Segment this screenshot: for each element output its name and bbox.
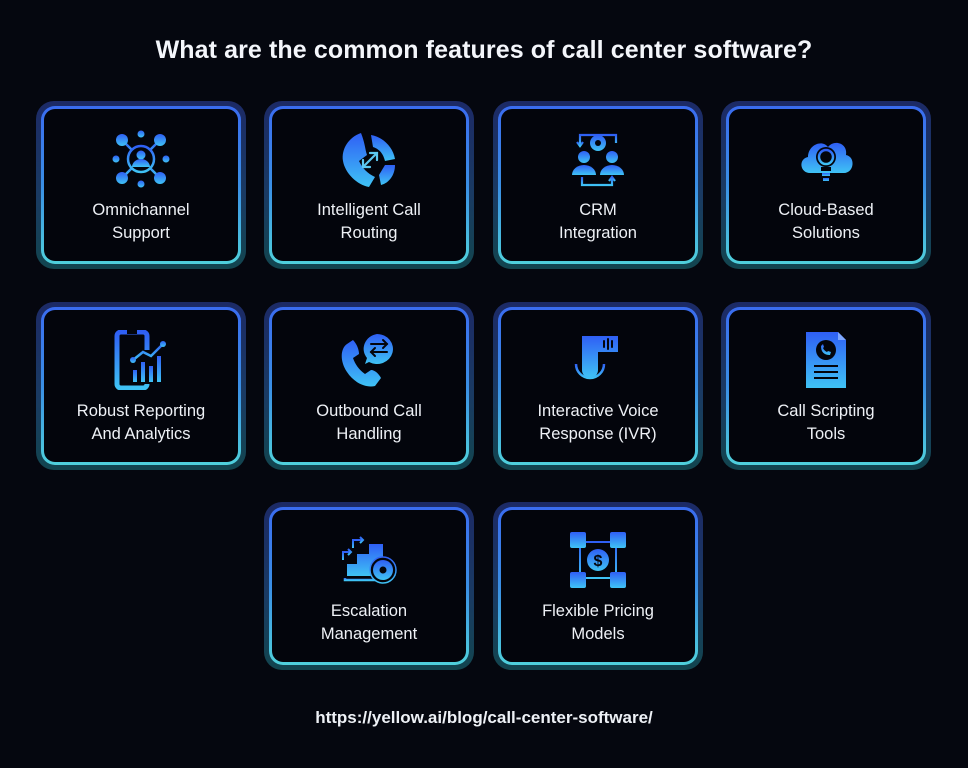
feature-card-flexible-pricing-models: $ Flexible Pricing Models xyxy=(493,502,703,670)
phone-chat-transfer-icon xyxy=(341,334,393,387)
feature-label: CRM Integration xyxy=(559,201,637,242)
source-url: https://yellow.ai/blog/call-center-softw… xyxy=(315,708,653,727)
svg-text:$: $ xyxy=(594,553,603,570)
crm-users-gear-icon xyxy=(572,133,624,187)
feature-card-intelligent-call-routing: Intelligent Call Routing xyxy=(264,101,474,269)
mobile-analytics-icon xyxy=(114,330,166,390)
feature-label: Interactive Voice Response (IVR) xyxy=(537,402,659,443)
feature-label: Flexible Pricing Models xyxy=(542,602,654,643)
microphone-voice-icon xyxy=(574,336,618,388)
feature-card-cloud-based-solutions: Cloud-Based Solutions xyxy=(721,101,931,269)
feature-card-interactive-voice-response: Interactive Voice Response (IVR) xyxy=(493,302,703,470)
feature-card-robust-reporting-analytics: Robust Reporting And Analytics xyxy=(36,302,246,470)
feature-label: Call Scripting Tools xyxy=(777,402,875,443)
feature-label: Escalation Management xyxy=(320,602,418,643)
page-title: What are the common features of call cen… xyxy=(155,36,813,64)
feature-card-crm-integration: CRM Integration xyxy=(493,101,703,269)
feature-label: Cloud-Based Solutions xyxy=(778,201,874,242)
feature-label: Omnichannel Support xyxy=(92,201,190,242)
feature-card-outbound-call-handling: Outbound Call Handling xyxy=(264,302,474,470)
cloud-lightbulb-icon xyxy=(801,142,853,181)
omnichannel-network-icon xyxy=(112,130,170,188)
escalation-stairs-gear-icon xyxy=(342,536,397,584)
feature-card-call-scripting-tools: Call Scripting Tools xyxy=(721,302,931,470)
feature-label: Outbound Call Handling xyxy=(316,402,422,443)
feature-card-omnichannel-support: Omnichannel Support xyxy=(36,101,246,269)
feature-label: Intelligent Call Routing xyxy=(317,201,421,242)
phone-routing-icon xyxy=(342,133,395,187)
feature-label: Robust Reporting And Analytics xyxy=(76,402,206,443)
dollar-network-icon: $ xyxy=(570,532,626,588)
feature-card-escalation-management: Escalation Management xyxy=(264,502,474,670)
phone-document-icon xyxy=(806,332,846,388)
